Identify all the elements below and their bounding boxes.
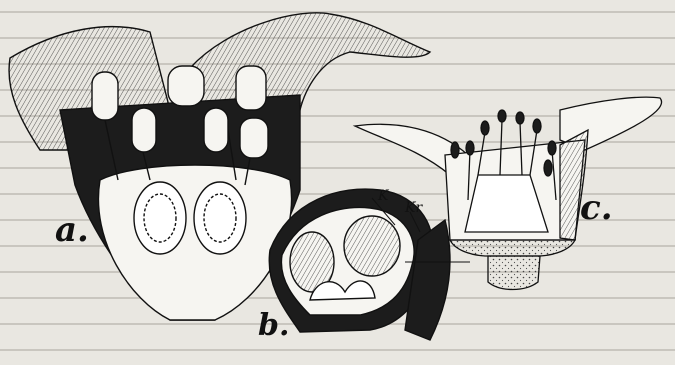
figure-a-label: a. — [55, 210, 89, 250]
figure-b-label: b. — [258, 308, 289, 343]
figure-b-section — [269, 189, 470, 340]
figure-c-label: c. — [580, 188, 613, 228]
callout-kr: Kr — [405, 200, 422, 216]
callout-k: K — [378, 188, 388, 204]
